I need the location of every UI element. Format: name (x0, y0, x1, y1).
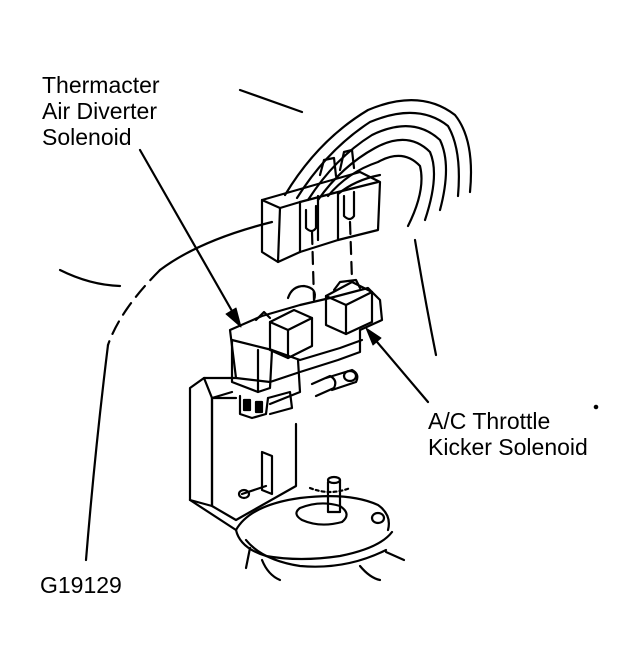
mounting-bracket (188, 376, 298, 532)
callout-thermacter-air-diverter-solenoid: Thermacter Air Diverter Solenoid (42, 72, 160, 150)
engine-background-lines (58, 88, 599, 562)
callout-ac-line2: Kicker Solenoid (428, 434, 588, 460)
lower-housing (234, 475, 406, 582)
callout-thermacter-line2: Air Diverter (42, 98, 158, 124)
callout-thermacter-line1: Thermacter (42, 72, 160, 98)
callout-thermacter-line3: Solenoid (42, 124, 132, 150)
callout-ac-line1: A/C Throttle (428, 408, 551, 434)
electrical-connector (260, 148, 382, 264)
solenoid-block (228, 278, 384, 420)
alignment-guides (310, 220, 354, 302)
figure-id: G19129 (40, 572, 122, 598)
callout-ac-throttle-kicker-solenoid: A/C Throttle Kicker Solenoid (428, 408, 588, 460)
leader-arrow-ac-kicker (365, 327, 430, 404)
leader-arrow-thermacter (138, 148, 242, 328)
